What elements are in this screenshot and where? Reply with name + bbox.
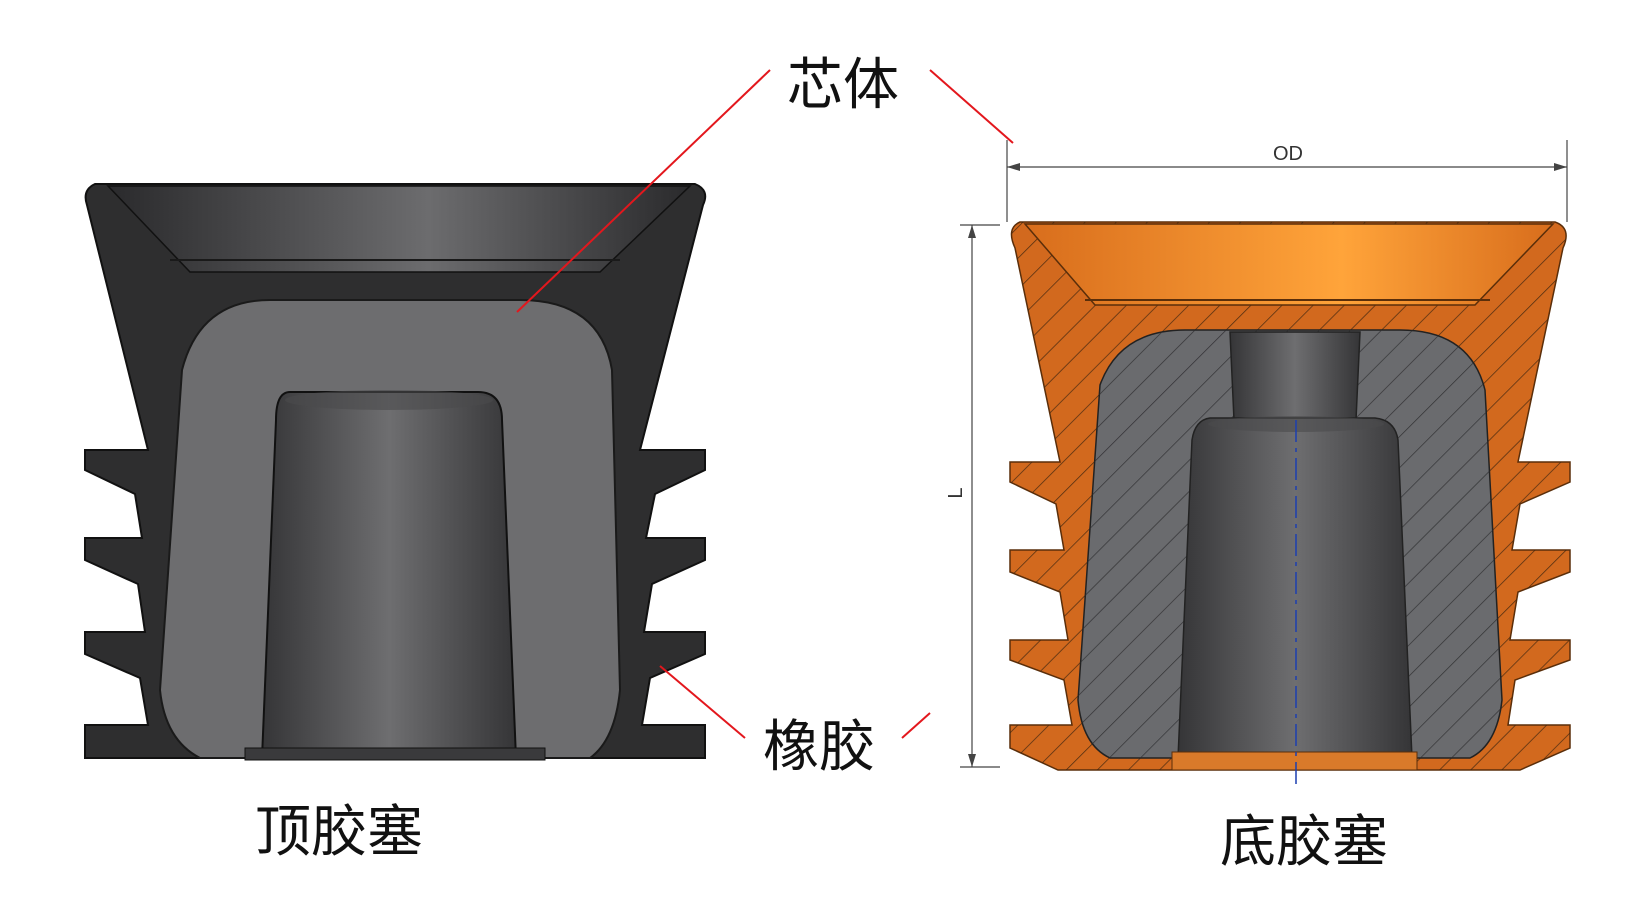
top-plug-caption: 顶胶塞 (255, 800, 423, 865)
bottom-plug-cup (1023, 223, 1555, 306)
bottom-plug-caption: 底胶塞 (1220, 810, 1388, 875)
leader-lines (516, 69, 1014, 739)
rubber-leader-left (659, 665, 746, 739)
top-plug-cup (106, 185, 692, 273)
core-leader-right (929, 69, 1014, 144)
core-label: 芯体 (787, 53, 899, 118)
length-dimension: L (945, 224, 1000, 768)
bottom-plug-drawing: OD L (945, 140, 1571, 790)
rubber-leader-right (901, 712, 931, 739)
top-plug-drawing (84, 183, 707, 761)
od-dimension: OD (1006, 140, 1568, 222)
top-plug-inner-cavity (260, 391, 518, 759)
bottom-plug-inner-cavity (1177, 417, 1413, 759)
od-label: OD (1273, 143, 1303, 165)
bottom-plug-neck (1229, 331, 1361, 421)
core-leader-left (516, 69, 771, 313)
length-label: L (945, 487, 967, 498)
rubber-label: 橡胶 (763, 715, 875, 780)
